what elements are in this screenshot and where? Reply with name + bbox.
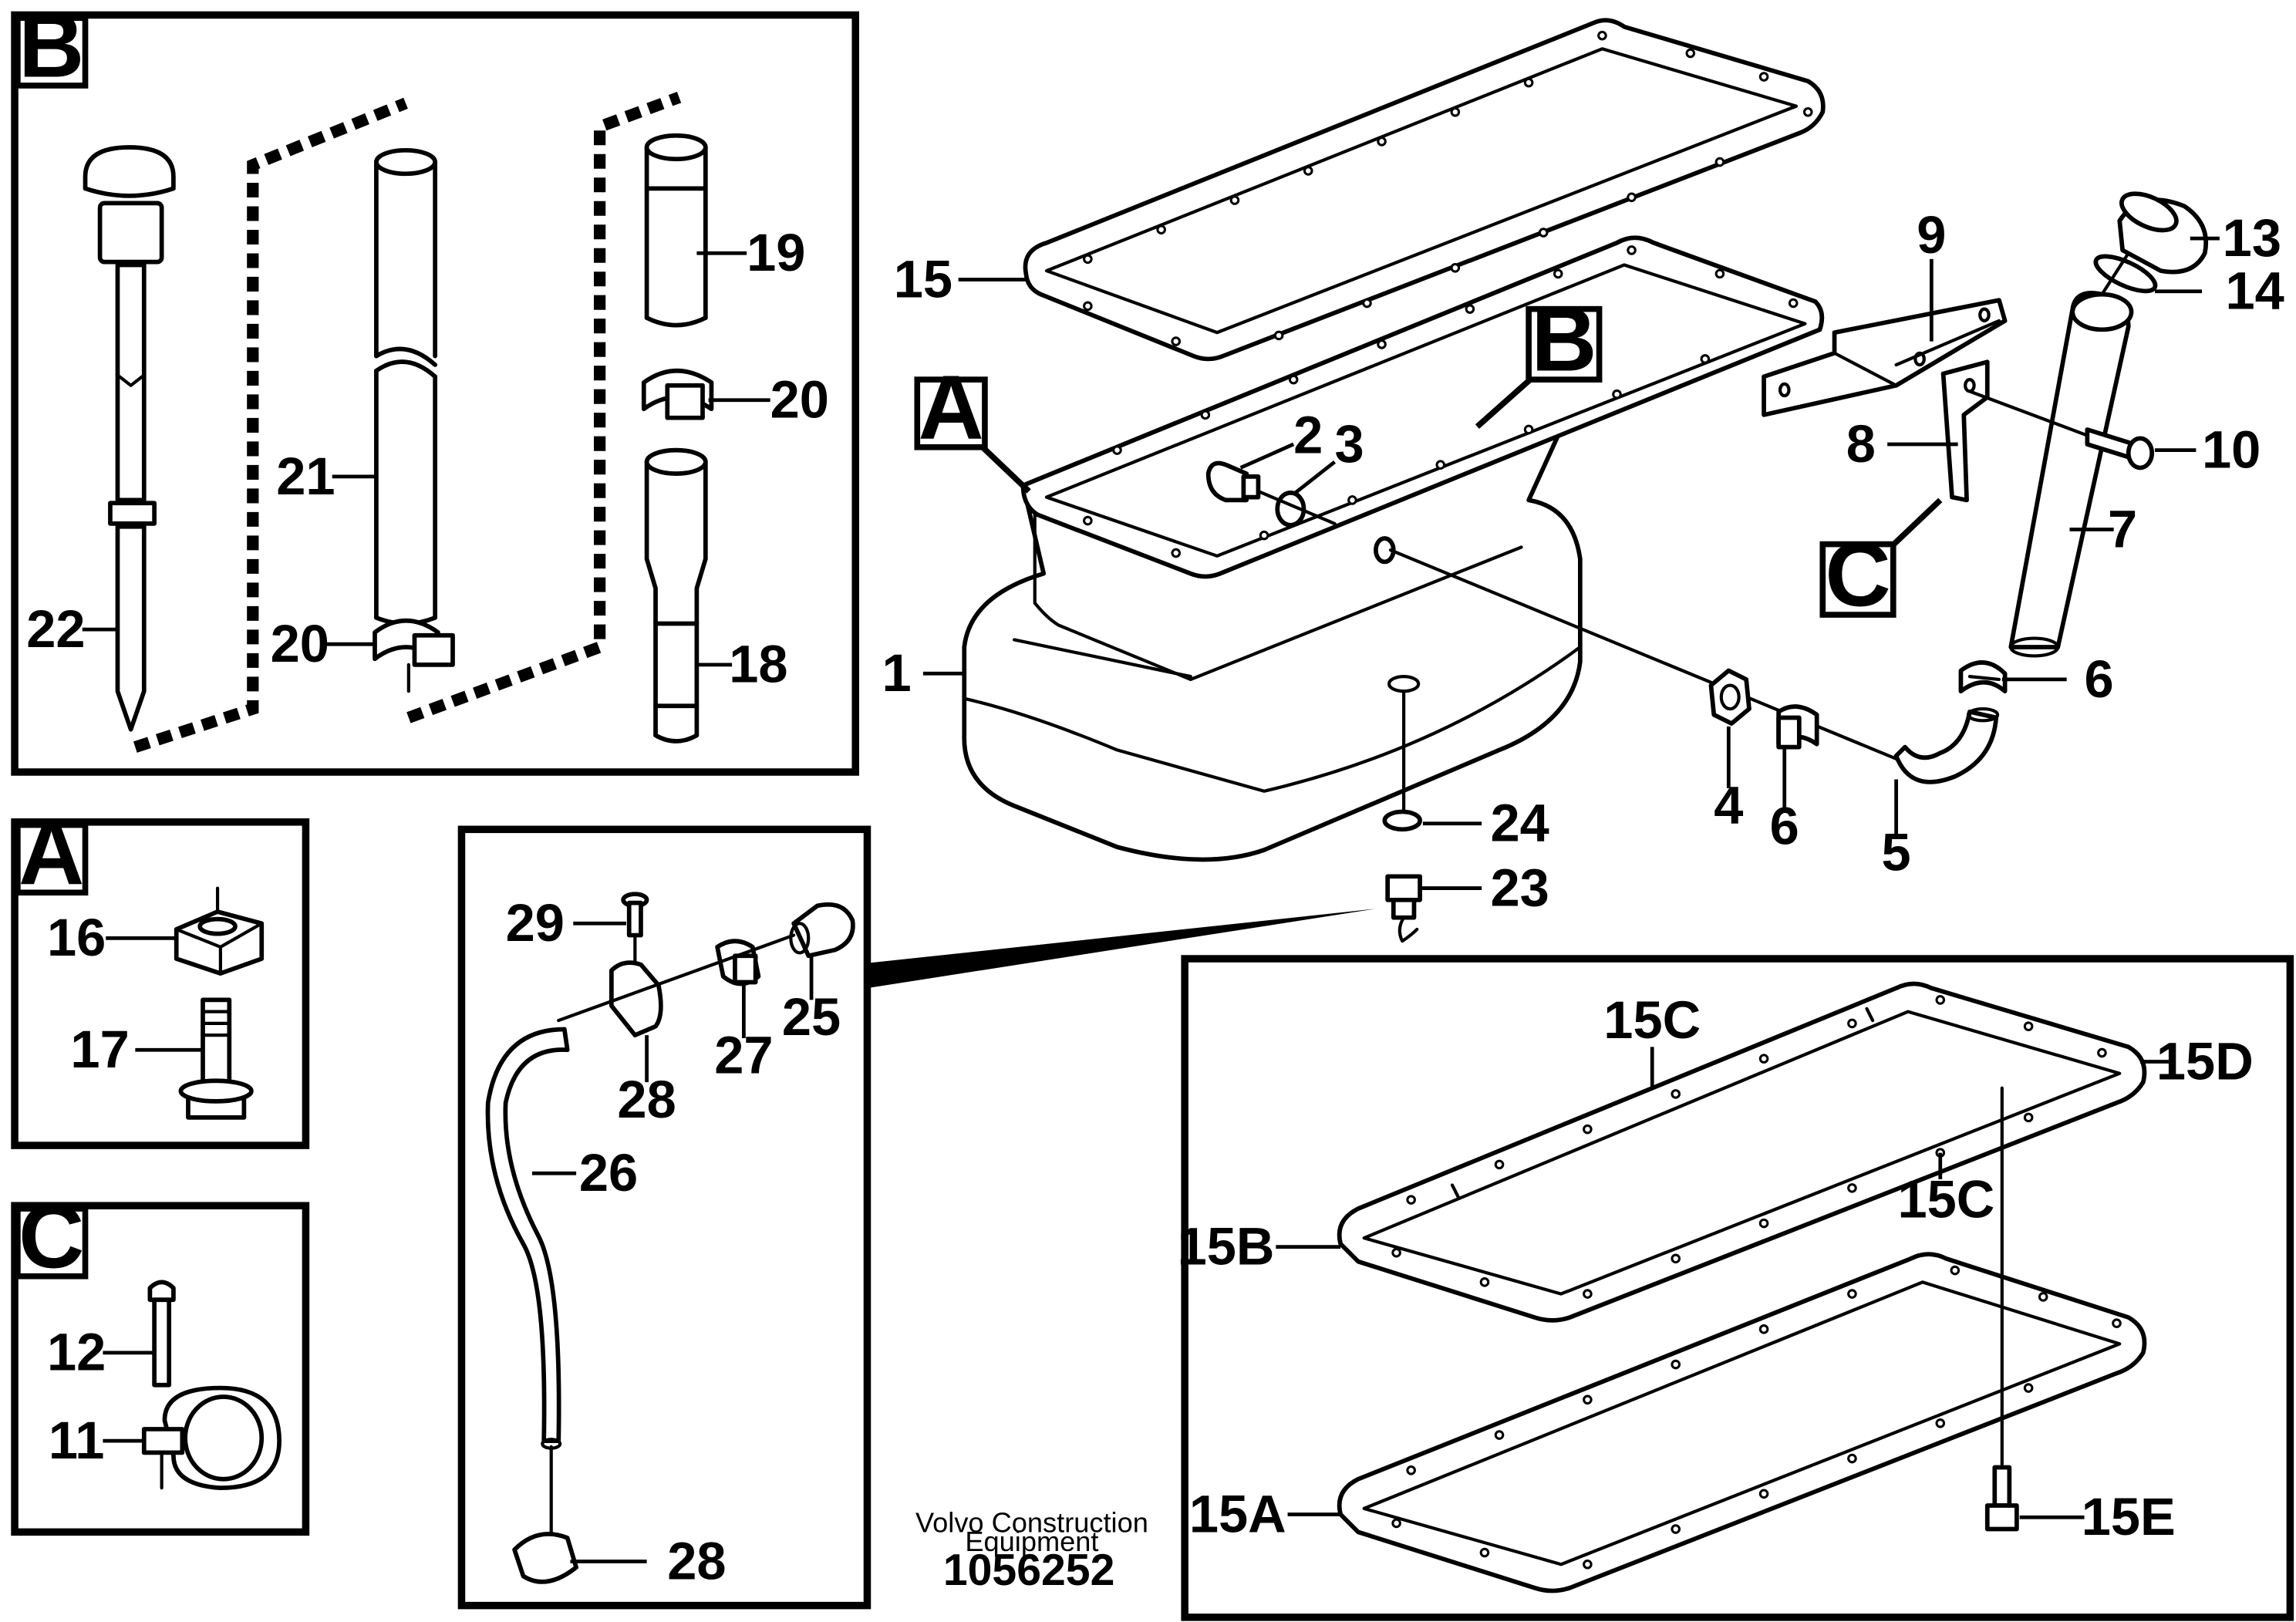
inset-c-frame [11,1202,310,1536]
footer-drawing-number: 1056252 [943,1546,1115,1595]
valve-25 [789,902,855,959]
part-26-label: 26 [579,1143,638,1202]
part-1-label: 1 [882,643,912,703]
part-9-label: 9 [1917,205,1946,265]
clamp-6-upper [1958,660,2008,694]
washer-24 [1382,809,1422,832]
part-12-label: 12 [47,1323,106,1382]
part-10-label: 10 [2202,420,2261,479]
hose-26 [485,1027,570,1450]
inset-b-label: B [19,0,84,97]
hose-clamp-20-upper [641,368,714,420]
clamp-11 [141,1385,282,1491]
part-15e-label: 15E [2082,1487,2176,1546]
tube-21 [374,147,438,626]
callout-c-label: C [1825,524,1890,626]
gasket-15a [1337,1252,2147,1593]
part-13-label: 13 [2223,208,2281,268]
part-15b-label: 15B [1178,1216,1275,1276]
filler-cap-13 [2117,191,2209,275]
part-23-label: 23 [1491,858,1549,917]
clamp-27 [715,939,761,986]
part-15c-label-lower: 15C [1897,1169,1994,1229]
part-7-label: 7 [2108,499,2137,558]
part-15c-label-upper: 15C [1603,990,1701,1050]
nut-4 [1708,668,1752,726]
part-3-label: 3 [1335,414,1364,474]
gasket-detail-frame [1181,955,2294,1621]
part-18-label: 18 [729,635,787,694]
part-20-label: 20 [770,370,829,430]
inset-a-label: A [19,802,84,904]
callout-c-box [1819,541,1896,618]
part-22-label: 22 [26,599,85,659]
plug-2 [1205,460,1261,503]
dipstick [83,145,176,732]
part-6-label-lower: 6 [1770,796,1799,855]
part-21-label: 21 [276,447,335,506]
part-8-label: 8 [1846,414,1876,474]
inset-c-label: C [19,1185,84,1287]
part-14-label: 14 [2225,261,2284,321]
part-15-label: 15 [894,249,952,309]
bolt-17 [178,997,254,1120]
part-11-label: 11 [49,1411,105,1470]
gasket-15b-15c-15d [1337,981,2147,1323]
callout-a-box [914,376,988,450]
filler-tube-7 [2008,291,2134,658]
part-29-label: 29 [506,893,565,953]
footer-company-line2: Equipment [965,1526,1098,1557]
detail-pointer [867,909,1376,989]
clamp-6-lower [1776,704,1819,750]
footer-company-line1: Volvo Construction [915,1506,1148,1538]
bolt-10 [2085,427,2155,470]
part-2-label: 2 [1293,405,1323,464]
hose-clamp-20-lower [373,618,455,693]
part-6-label-upper: 6 [2085,649,2114,709]
part-28-label-lower: 28 [667,1531,726,1590]
part-15d-label: 15D [2156,1031,2254,1091]
part-24-label: 24 [1491,794,1549,853]
callout-a-label: A [918,356,983,458]
screw-29 [621,892,649,938]
inset-b-frame [11,11,859,776]
drain-detail-frame [457,825,872,1610]
tube-18 [644,447,708,744]
bolt-15e [1984,1465,2019,1532]
gasket-15 [1023,18,1826,362]
gasket-holes [1083,30,1813,558]
part-28-label-upper: 28 [617,1070,676,1129]
oil-pan-1 [962,235,1825,862]
callout-b-label: B [1531,289,1596,391]
tube-19 [644,133,708,328]
clip-28-lower [512,1532,578,1584]
part-5-label: 5 [1882,823,1911,882]
part-4-label: 4 [1714,776,1743,835]
bolt-12 [147,1280,176,1388]
part-17-label: 17 [70,1020,129,1079]
hose-5 [1893,706,2000,784]
part-16-label: 16 [47,908,106,967]
nut-16 [174,886,265,976]
drain-plug-23 [1385,874,1422,943]
bracket-9 [1762,298,2008,417]
part-25-label: 25 [782,987,841,1047]
inset-a-frame [11,818,310,1149]
callout-b-box [1526,305,1603,383]
part-20-label-lower: 20 [271,614,329,673]
part-15a-label: 15A [1189,1484,1286,1543]
seal-14 [2093,254,2158,294]
bracket-8 [1940,359,1990,503]
part-19-label: 19 [747,223,805,282]
part-27-label: 27 [714,1026,773,1085]
